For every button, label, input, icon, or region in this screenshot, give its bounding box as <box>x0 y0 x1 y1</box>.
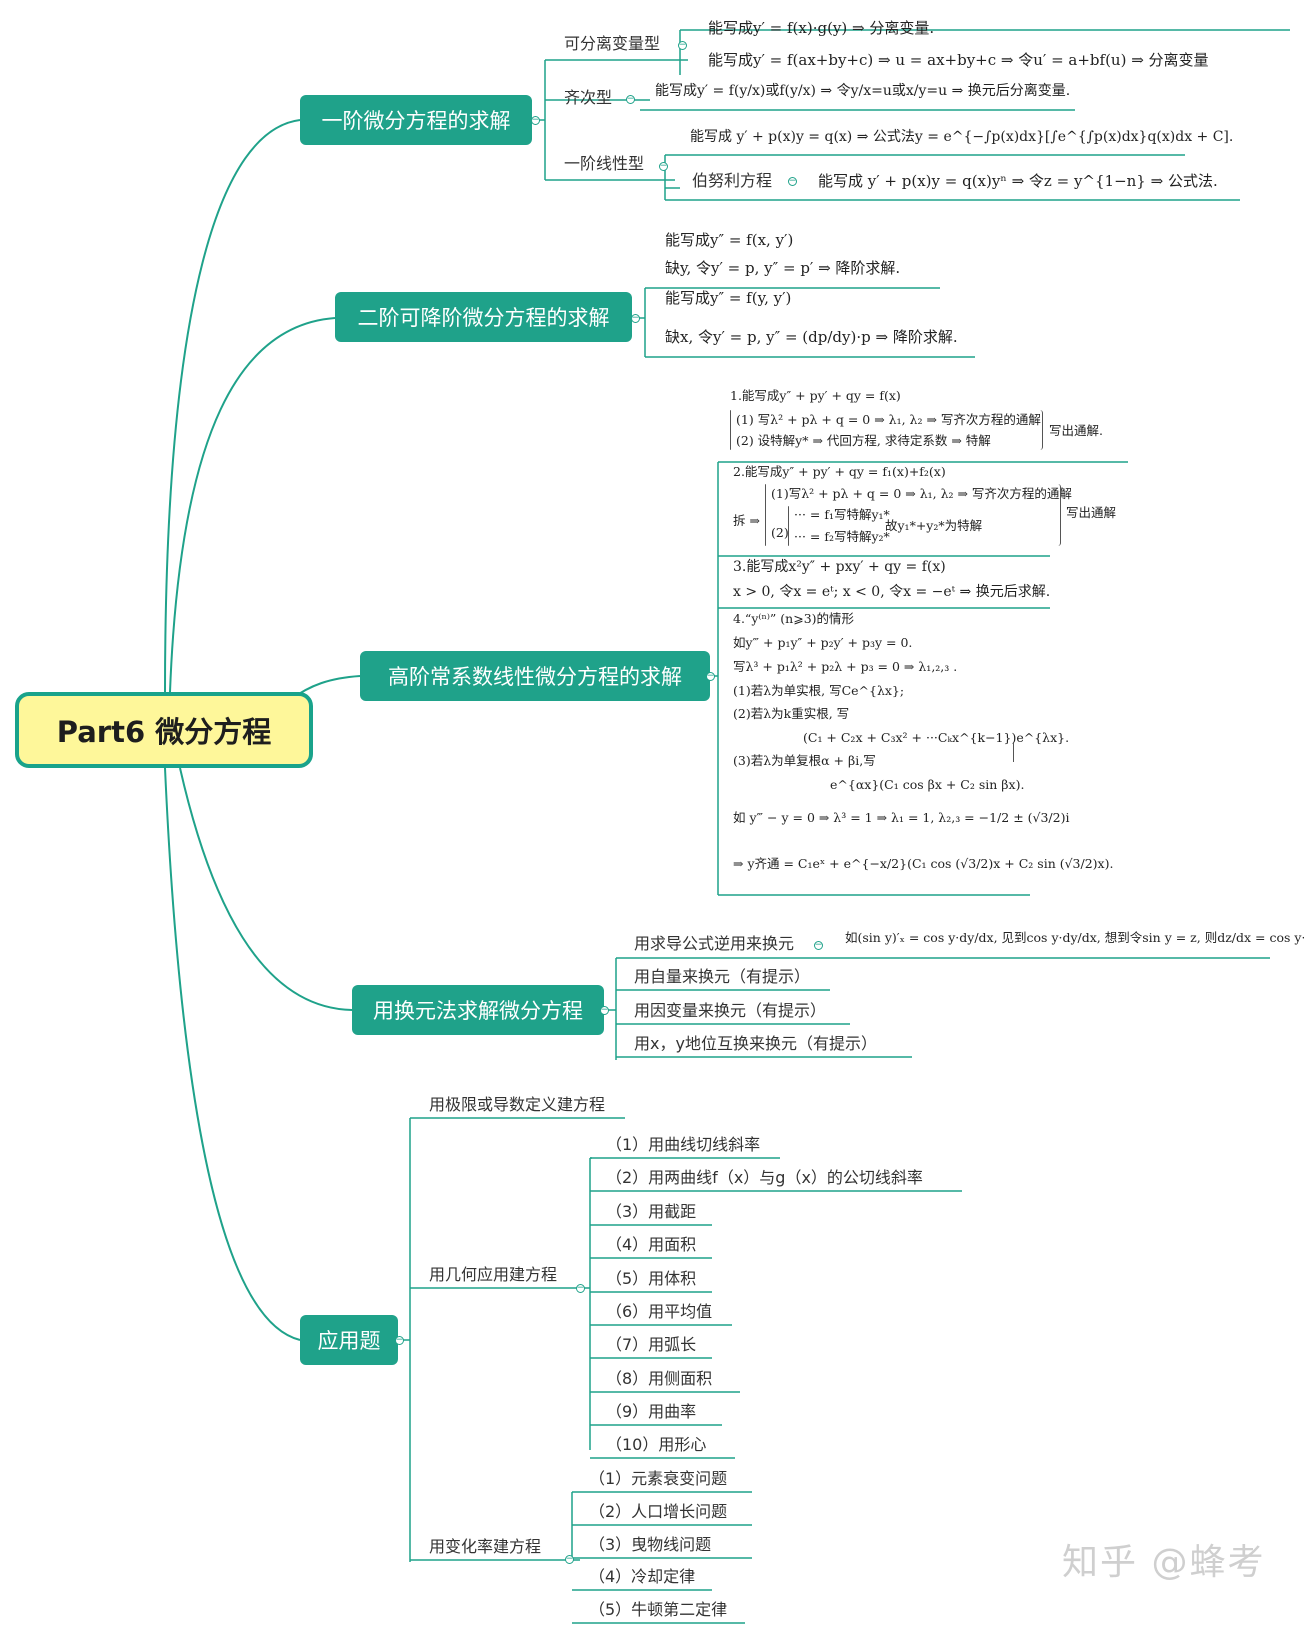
collapse-icon[interactable]: − <box>565 1554 574 1564</box>
note-higher-19: (2)若λ为k重实根, 写 <box>733 706 850 721</box>
note-homogeneous: 能写成y′ = f(y/x)或f(y/x) ⇒ 令y/x=u或x/y=u ⇒ 换… <box>655 83 1071 99</box>
note-higher-8: (2) <box>771 525 789 540</box>
brace-left <box>730 410 731 450</box>
rate-item[interactable]: （5）牛顿第二定律 <box>589 1600 728 1619</box>
brace-right <box>1058 484 1061 546</box>
root-title: Part6 微分方程 <box>56 715 272 749</box>
note-higher-20: (C₁ + C₂x + C₃x² + ···Cₖx^{k−1})e^{λx}. <box>803 730 1070 745</box>
note-higher-18: (1)若λ为单实根, 写Ce^{λx}; <box>733 683 905 698</box>
note-linear: 能写成 y′ + p(x)y = q(x) ⇒ 公式法y = e^{−∫p(x)… <box>690 129 1234 145</box>
geometry-item[interactable]: （7）用弧长 <box>606 1335 697 1354</box>
geometry-item[interactable]: （9）用曲率 <box>606 1402 697 1421</box>
rate-item[interactable]: （1）元素衰变问题 <box>589 1469 728 1488</box>
collapse-icon[interactable]: − <box>814 940 823 950</box>
note-higher-15: 4.“y⁽ⁿ⁾” (n⩾3)的情形 <box>733 611 855 626</box>
subtopic-swap-xy[interactable]: 用x，y地位互换来换元（有提示） <box>634 1034 877 1053</box>
subtopic-geometry[interactable]: 用几何应用建方程 <box>429 1265 558 1284</box>
geometry-item[interactable]: （1）用曲线切线斜率 <box>606 1135 761 1154</box>
note-higher-16: 如y‴ + p₁y″ + p₂y′ + p₃y = 0. <box>733 635 913 650</box>
note-higher-14: x > 0, 令x = eᵗ; x < 0, 令x = −eᵗ ⇒ 换元后求解. <box>733 584 1051 600</box>
subtopic-independent[interactable]: 用自量来换元（有提示） <box>634 967 811 986</box>
collapse-icon[interactable]: − <box>706 671 715 681</box>
topic-first-order[interactable]: 一阶微分方程的求解 <box>300 95 532 145</box>
collapse-icon[interactable]: − <box>626 94 635 104</box>
note-bernoulli: 能写成 y′ + p(x)y = q(x)yⁿ ⇒ 令z = y^{1−n} ⇒… <box>818 172 1218 190</box>
note-reducible-1: 能写成y″ = f(x, y′) <box>665 231 794 249</box>
topic-substitution[interactable]: 用换元法求解微分方程 <box>352 985 604 1035</box>
note-higher-11: 故y₁*+y₂*为特解 <box>885 518 983 533</box>
topic-title: 二阶可降阶微分方程的求解 <box>357 306 610 330</box>
subtopic-linear[interactable]: 一阶线性型 <box>564 154 645 173</box>
topic-title: 高阶常系数线性微分方程的求解 <box>388 665 682 689</box>
collapse-icon[interactable]: − <box>659 161 668 171</box>
collapse-icon[interactable]: − <box>788 176 797 186</box>
collapse-icon[interactable]: − <box>576 1283 585 1293</box>
brace-right <box>1040 410 1043 450</box>
topic-applications[interactable]: 应用题 <box>300 1315 398 1365</box>
rate-item[interactable]: （3）曳物线问题 <box>589 1535 712 1554</box>
note-higher-5: 2.能写成y″ + py′ + qy = f₁(x)+f₂(x) <box>733 464 946 479</box>
note-reducible-3: 能写成y″ = f(y, y′) <box>665 289 792 307</box>
topic-second-order-reducible[interactable]: 二阶可降阶微分方程的求解 <box>335 292 632 342</box>
topic-title: 用换元法求解微分方程 <box>373 999 583 1023</box>
note-separable-2: 能写成y′ = f(ax+by+c) ⇒ u = ax+by+c ⇒ 令u′ =… <box>708 51 1209 69</box>
note-higher-21: (3)若λ为单复根α + βi,写 <box>733 753 876 768</box>
note-higher-6: (1)写λ² + pλ + q = 0 ⇒ λ₁, λ₂ ⇒ 写齐次方程的通解 <box>771 486 1072 501</box>
geometry-item[interactable]: （3）用截距 <box>606 1202 697 1221</box>
subtopic-bernoulli[interactable]: 伯努利方程 <box>692 171 773 190</box>
subtopic-limit-derivative[interactable]: 用极限或导数定义建方程 <box>429 1095 606 1114</box>
note-reducible-4: 缺x, 令y′ = p, y″ = (dp/dy)·p ⇒ 降阶求解. <box>665 328 958 346</box>
note-higher-12: 写出通解 <box>1066 505 1117 520</box>
note-higher-24: ⇒ y齐通 = C₁eˣ + e^{−x/2}(C₁ cos (√3/2)x +… <box>733 856 1114 871</box>
geometry-item[interactable]: （2）用两曲线f（x）与g（x）的公切线斜率 <box>606 1168 923 1187</box>
note-derivative-inverse: 如(sin y)′ₓ = cos y·dy/dx, 见到cos y·dy/dx,… <box>845 930 1304 945</box>
subtopic-separable[interactable]: 可分离变量型 <box>564 34 661 53</box>
collapse-icon[interactable]: − <box>678 40 687 50</box>
collapse-icon[interactable]: − <box>631 313 640 323</box>
geometry-item[interactable]: （5）用体积 <box>606 1269 697 1288</box>
root-topic[interactable]: Part6 微分方程 <box>15 692 313 768</box>
note-reducible-2: 缺y, 令y′ = p, y″ = p′ ⇒ 降阶求解. <box>665 259 901 277</box>
geometry-item[interactable]: （8）用侧面积 <box>606 1369 713 1388</box>
note-higher-4: 写出通解. <box>1049 423 1103 438</box>
subtopic-derivative-inverse[interactable]: 用求导公式逆用来换元 <box>634 934 795 953</box>
collapse-icon[interactable]: − <box>600 1005 609 1015</box>
collapse-icon[interactable]: − <box>395 1335 404 1345</box>
note-higher-22: e^{αx}(C₁ cos βx + C₂ sin βx). <box>830 777 1025 792</box>
note-higher-9: ··· = f₁写特解y₁* <box>794 507 890 522</box>
rate-item[interactable]: （2）人口增长问题 <box>589 1502 728 1521</box>
note-higher-2: (1) 写λ² + pλ + q = 0 ⇒ λ₁, λ₂ ⇒ 写齐次方程的通解 <box>736 412 1041 427</box>
topic-higher-order-linear[interactable]: 高阶常系数线性微分方程的求解 <box>360 651 710 701</box>
subtopic-dependent[interactable]: 用因变量来换元（有提示） <box>634 1001 827 1020</box>
note-higher-1: 1.能写成y″ + py′ + qy = f(x) <box>730 388 901 403</box>
watermark: 知乎 @蜂考 <box>1062 1542 1266 1583</box>
note-higher-23: 如 y‴ − y = 0 ⇒ λ³ = 1 ⇒ λ₁ = 1, λ₂,₃ = −… <box>733 810 1070 825</box>
subtopic-rate-of-change[interactable]: 用变化率建方程 <box>429 1537 542 1556</box>
geometry-item[interactable]: （4）用面积 <box>606 1235 697 1254</box>
text-cursor <box>1013 742 1014 762</box>
note-higher-7: 拆 ⇒ <box>733 513 760 528</box>
collapse-icon[interactable]: − <box>531 115 540 125</box>
rate-item[interactable]: （4）冷却定律 <box>589 1567 696 1586</box>
geometry-item[interactable]: （10）用形心 <box>606 1435 707 1454</box>
note-higher-10: ··· = f₂写特解y₂* <box>794 529 890 544</box>
brace-left <box>765 484 766 546</box>
geometry-item[interactable]: （6）用平均值 <box>606 1302 713 1321</box>
note-higher-3: (2) 设特解y* ⇒ 代回方程, 求待定系数 ⇒ 特解 <box>736 433 991 448</box>
topic-title: 一阶微分方程的求解 <box>321 109 511 133</box>
note-separable-1: 能写成y′ = f(x)·g(y) ⇒ 分离变量. <box>708 19 935 37</box>
subtopic-homogeneous[interactable]: 齐次型 <box>564 88 613 107</box>
note-higher-13: 3.能写成x²y″ + pxy′ + qy = f(x) <box>733 559 946 575</box>
topic-title: 应用题 <box>317 1329 381 1353</box>
brace-left <box>788 506 789 546</box>
note-higher-17: 写λ³ + p₁λ² + p₂λ + p₃ = 0 ⇒ λ₁,₂,₃ . <box>733 659 958 674</box>
